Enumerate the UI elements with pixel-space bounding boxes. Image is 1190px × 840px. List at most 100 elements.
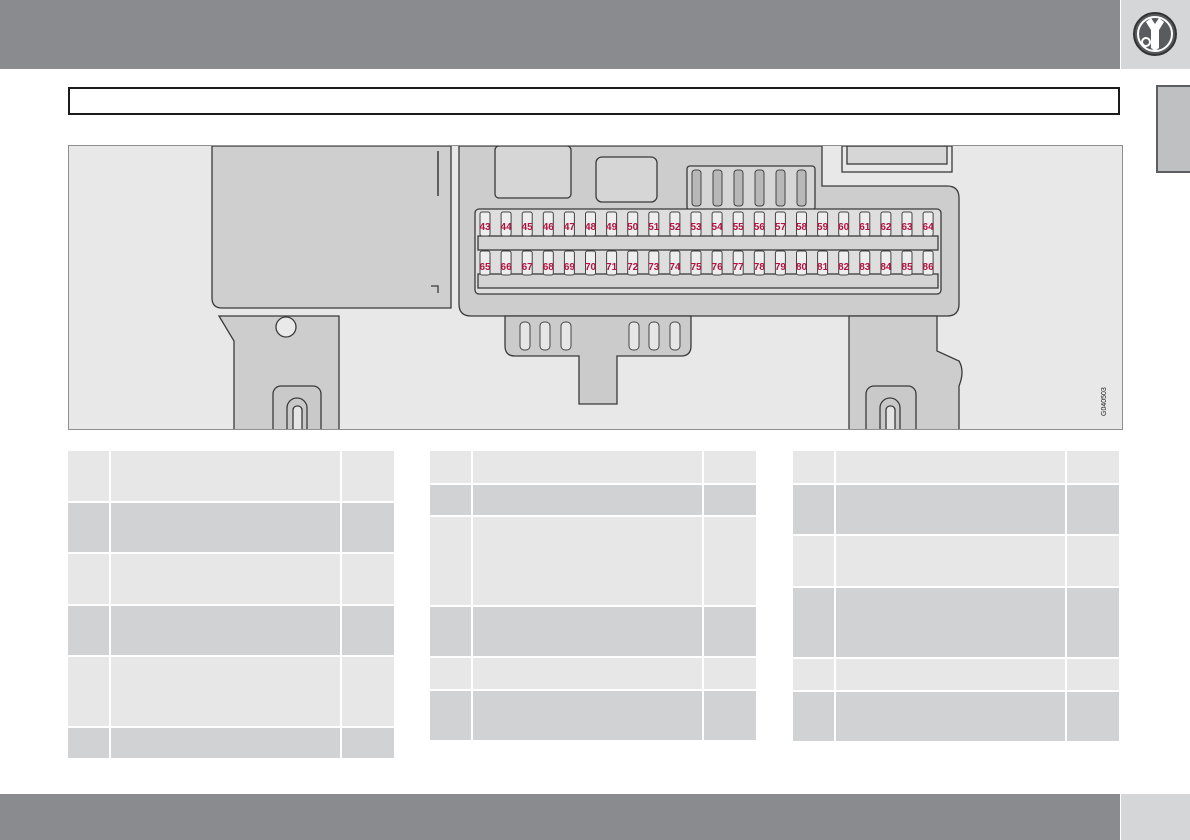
fuse-number-label: 50 [627,222,639,233]
fuse-slot [563,250,575,276]
fuse-number-label: 82 [838,262,850,273]
fuse-number-label: 44 [501,222,513,233]
fuse-number-label: 47 [564,222,576,233]
table-row [793,451,1121,485]
fuse-slot [479,250,491,276]
chapter-tab[interactable] [1156,85,1190,173]
section-tab[interactable] [1121,0,1190,69]
table-row [68,656,396,728]
table-row [68,553,396,606]
connector-pin [669,321,681,351]
fuse-table-2 [430,451,758,742]
fuse-table-3 [793,451,1121,743]
relay-slot [733,169,744,207]
table-row [430,484,758,517]
connector-pin [539,321,551,351]
fuse-number-label: 66 [501,262,513,273]
fuse-slot [669,211,681,237]
fuse-slot [542,250,554,276]
table-row [793,691,1121,743]
fuse-number-label: 85 [901,262,913,273]
fuse-number-label: 79 [775,262,787,273]
fuse-number-label: 51 [648,222,660,233]
fuse-number-label: 76 [712,262,724,273]
fuse-slot [774,211,786,237]
fuse-number-label: 63 [901,222,913,233]
fuse-table-1 [68,451,396,760]
fuse-number-label: 84 [880,262,892,273]
table-row [68,605,396,657]
fuse-number-label: 54 [712,222,724,233]
fuse-number-label: 71 [606,262,618,273]
fuse-number-label: 83 [859,262,871,273]
fuse-number-label: 53 [690,222,702,233]
fuse-number-label: 55 [733,222,745,233]
fuse-slot [563,211,575,237]
fuse-slot [669,250,681,276]
table-row [430,657,758,691]
fuse-slot [521,211,533,237]
fuse-slot [796,211,807,237]
header-bar [0,0,1120,69]
fuse-slot [901,250,913,276]
fuse-slot [606,211,618,237]
connector-pin [628,321,640,351]
fuse-slot [690,250,702,276]
table-row [793,658,1121,692]
fuse-slot [648,211,660,237]
page-title-box [68,87,1120,115]
fuse-number-label: 60 [838,222,850,233]
fuse-slot [732,211,744,237]
table-row [430,516,758,607]
relay-slot [712,169,723,207]
fuse-slot [500,250,512,276]
fuse-number-label: 72 [627,262,639,273]
fuse-number-label: 62 [880,222,892,233]
fuse-number-label: 78 [754,262,766,273]
fuse-number-label: 59 [817,222,829,233]
connector-pin [560,321,572,351]
fuse-slot [753,250,765,276]
fuse-slot [627,250,639,276]
fuse-number-label: 58 [796,222,808,233]
fuse-slot [901,211,913,237]
fuse-number-label: 49 [606,222,618,233]
table-row [793,587,1121,659]
fuse-slot [585,211,596,237]
fuse-number-label: 81 [817,262,829,273]
fuse-slot [796,250,807,276]
fuse-number-label: 64 [923,222,935,233]
fuse-slot [732,250,744,276]
fuse-number-label: 86 [923,262,935,273]
fuse-slot [880,211,892,237]
fuse-slot [859,250,871,276]
fuse-slot [859,211,871,237]
fuse-number-label: 56 [754,222,766,233]
fuse-slot [817,211,829,237]
table-row [793,535,1121,588]
fuse-slot [774,250,786,276]
fuse-slot [711,211,723,237]
fuse-number-label: 75 [690,262,702,273]
figure-code: G040503 [1101,387,1108,416]
wrench-gear-icon [1133,12,1177,56]
fuse-number-label: 73 [648,262,660,273]
fuse-number-label: 69 [564,262,576,273]
fuse-slot [606,250,618,276]
fuse-slot [753,211,765,237]
fuse-number-label: 70 [585,262,597,273]
fuse-slot [711,250,723,276]
fuse-slot [690,211,702,237]
page-number-tab [1121,794,1190,840]
fuse-slot [838,250,850,276]
fuse-slot [521,250,533,276]
table-row [793,484,1121,536]
table-row [430,690,758,742]
relay-slot [775,169,786,207]
relay-slot [691,169,702,207]
table-row [430,606,758,658]
fuse-slot [922,211,934,237]
fuse-number-label: 74 [669,262,681,273]
